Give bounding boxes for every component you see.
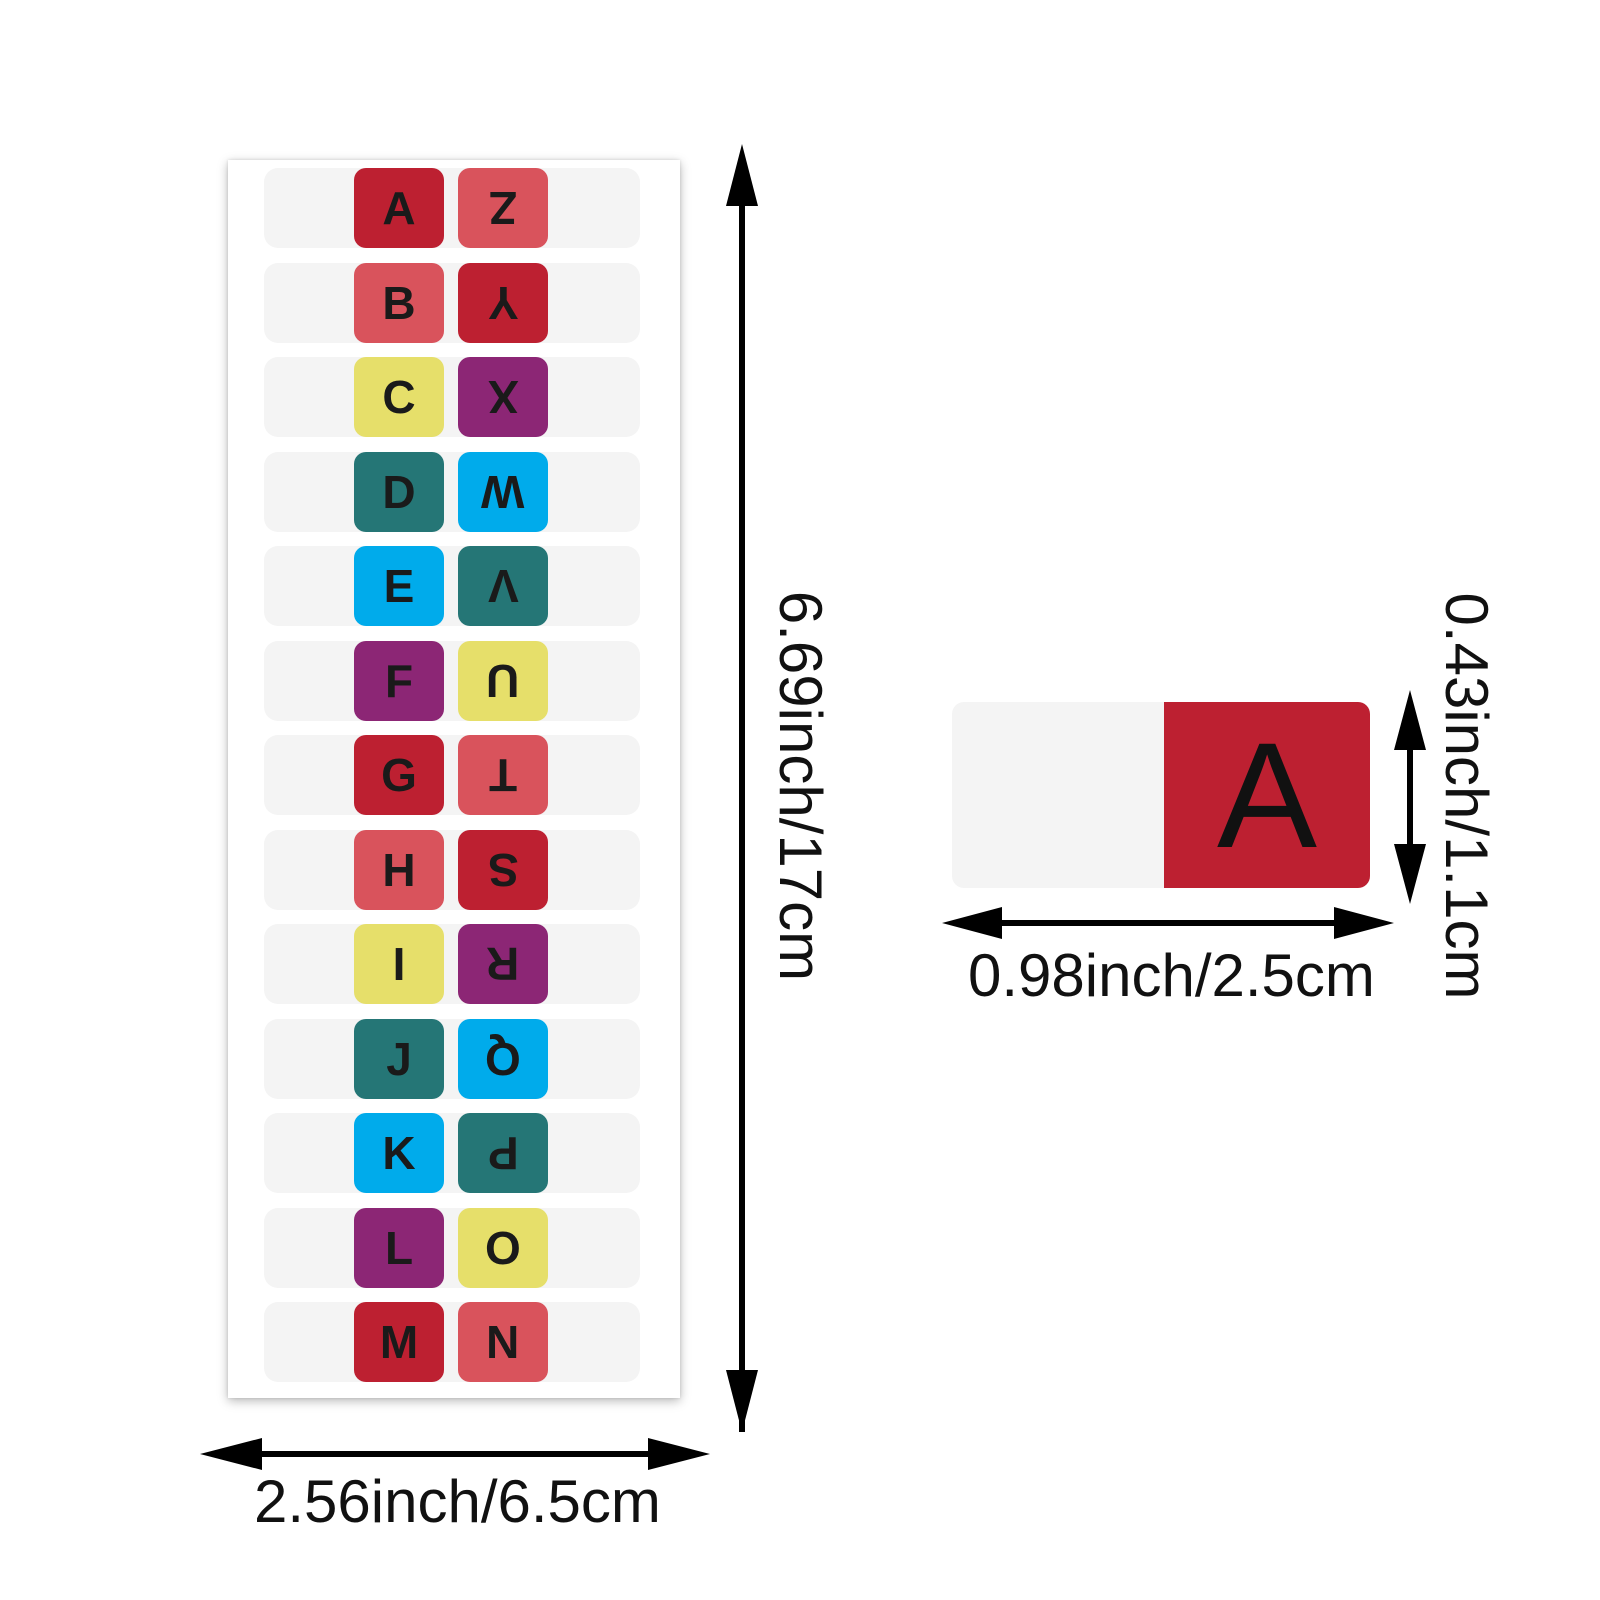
letter-tab-right: W (458, 451, 548, 532)
sheet-width-arrow-line (250, 1451, 662, 1457)
letter-tab-right: U (458, 640, 548, 721)
letter-tab-right: Y (458, 262, 548, 343)
letter-tab-right: X (458, 357, 548, 437)
letter-tab-left: C (354, 357, 444, 437)
letter-tab-right: Q (458, 1018, 548, 1099)
letter-tab-left: H (354, 829, 444, 910)
single-tab-letter: A (1164, 702, 1370, 888)
tab-width-arrowhead-right (1334, 907, 1394, 939)
letter-tab-right: T (458, 735, 548, 815)
tab-width-label: 0.98inch/2.5cm (968, 942, 1375, 1009)
letter-tab-left: D (354, 451, 444, 532)
sheet-width-arrowhead-left (200, 1438, 262, 1470)
letter-tab-right: P (458, 1113, 548, 1193)
letter-tab-right: S (458, 829, 548, 910)
letter-tab-right: O (458, 1207, 548, 1288)
letter-tab-right: Z (458, 168, 548, 248)
sheet-height-arrow-line (739, 196, 745, 1432)
letter-tab-left: A (354, 168, 444, 248)
letter-tab-left: B (354, 262, 444, 343)
sheet-height-arrowhead-bottom (726, 1370, 758, 1432)
tab-height-arrow-line (1407, 736, 1413, 868)
letter-tab-left: G (354, 735, 444, 815)
tab-width-arrow-line (990, 920, 1348, 926)
letter-tab-left: E (354, 546, 444, 626)
tab-height-arrowhead-bottom (1394, 844, 1426, 904)
letter-tab-right: V (458, 546, 548, 626)
letter-tab-right: R (458, 924, 548, 1004)
sheet-width-arrowhead-right (648, 1438, 710, 1470)
letter-tab-left: M (354, 1302, 444, 1382)
single-tab-detail: A (952, 702, 1370, 888)
sheet-width-label: 2.56inch/6.5cm (254, 1468, 661, 1535)
letter-tab-right: N (458, 1302, 548, 1382)
letter-tab-left: I (354, 924, 444, 1004)
tab-height-arrowhead-top (1394, 690, 1426, 750)
tab-width-arrowhead-left (942, 907, 1002, 939)
sheet-height-arrowhead-top (726, 144, 758, 206)
letter-tab-left: K (354, 1113, 444, 1193)
letter-tab-left: J (354, 1018, 444, 1099)
letter-tab-left: L (354, 1207, 444, 1288)
letter-tab-left: F (354, 640, 444, 721)
